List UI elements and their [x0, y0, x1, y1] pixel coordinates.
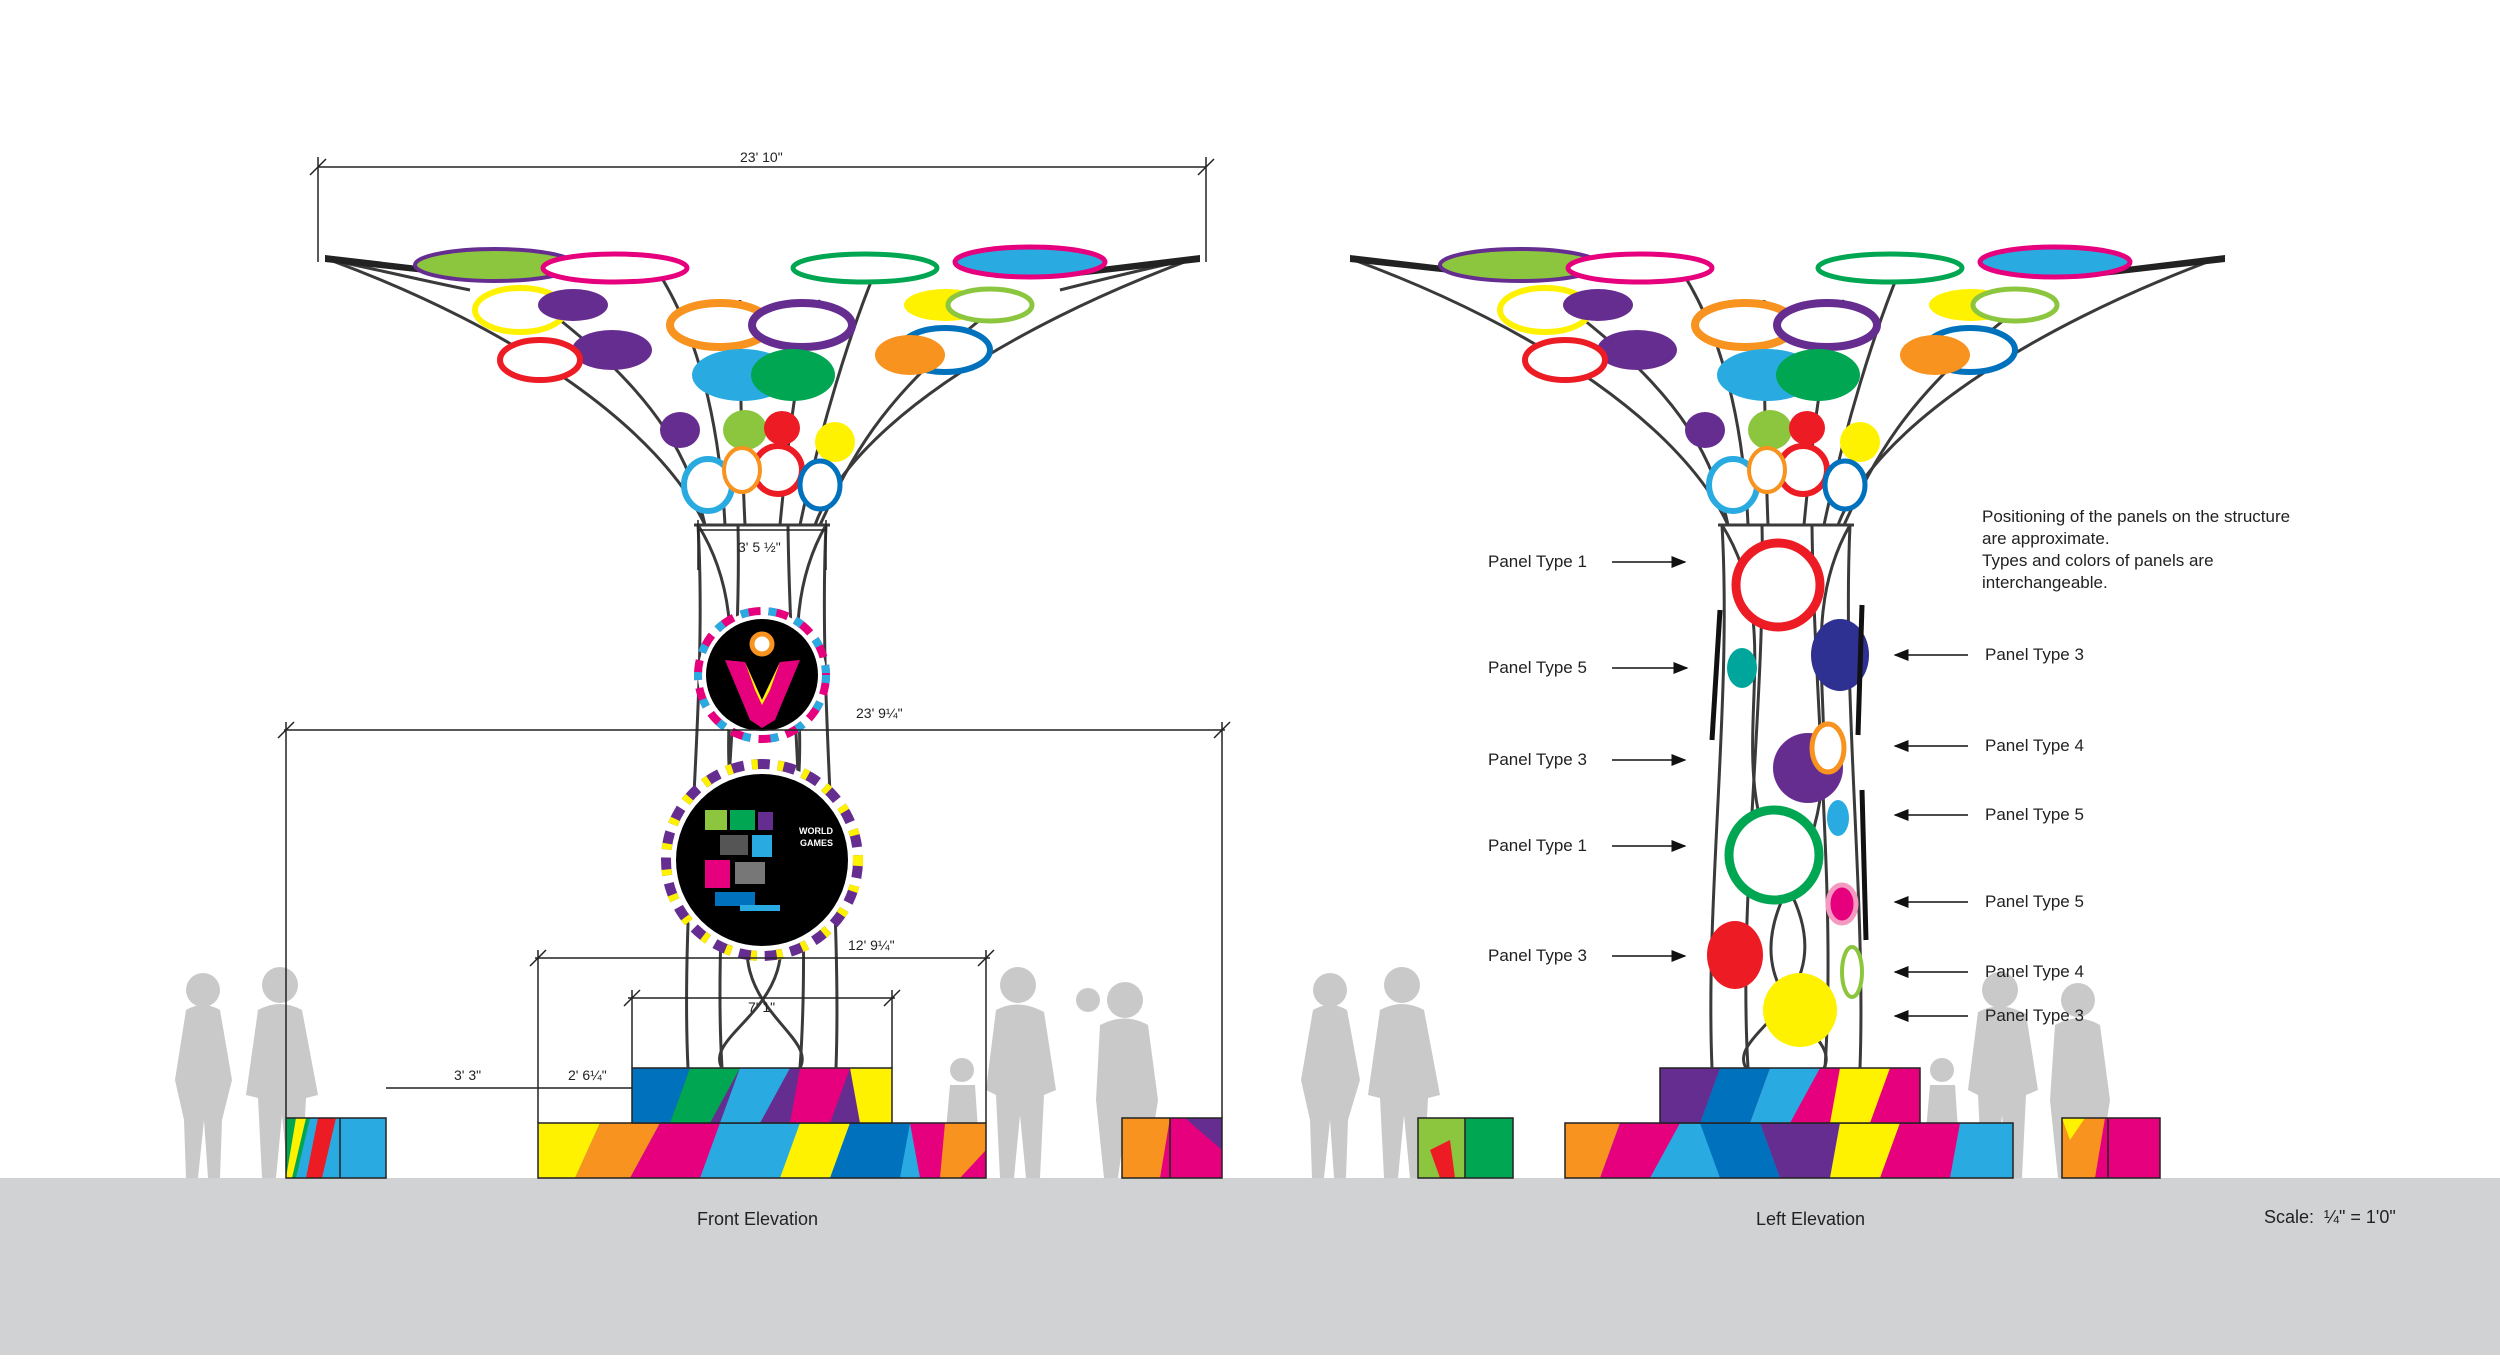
upper-base-front — [631, 1067, 893, 1124]
dim-column-width: 3' 5 ½" — [738, 539, 781, 555]
bench-left-elev-left — [1417, 1117, 1514, 1179]
bench-front-right — [1121, 1117, 1223, 1179]
bench-left-elev-right — [2061, 1117, 2161, 1179]
note-line-1: Positioning of the panels on the structu… — [1982, 507, 2291, 526]
callout-left-4: Panel Type 1 — [1488, 836, 1587, 855]
upper-base-left-elev — [1659, 1067, 1921, 1124]
callout-left-1: Panel Type 1 — [1488, 552, 1587, 571]
note-line-2: are approximate. — [1982, 529, 2110, 548]
note-line-4: interchangeable. — [1982, 573, 2108, 592]
lower-base-left-elev — [1564, 1122, 2014, 1179]
callout-arrows — [1612, 556, 1968, 1022]
ground-band — [0, 1178, 2500, 1355]
dim-upper-base-width: 7' 1" — [748, 999, 776, 1015]
panel-note: Positioning of the panels on the structu… — [1982, 506, 2402, 594]
dim-overall-base-width: 23' 9¼" — [856, 705, 903, 721]
logo-sign — [694, 607, 830, 743]
dim-lower-base-width: 12' 9¼" — [848, 937, 895, 953]
note-line-3: Types and colors of panels are — [1982, 551, 2214, 570]
canopy-discs-front — [325, 244, 1200, 514]
map-title-line1: WORLD — [799, 826, 833, 836]
map-sign — [661, 759, 863, 961]
caption-front-elevation: Front Elevation — [697, 1209, 819, 1229]
canopy-discs-left-elev — [1350, 244, 2225, 514]
lower-base-front — [537, 1122, 987, 1179]
callout-left-2: Panel Type 5 — [1488, 658, 1587, 677]
bench-front-left — [285, 1117, 387, 1179]
column-panels-left-elev — [1707, 538, 1869, 1047]
caption-left-elevation: Left Elevation — [1756, 1209, 1866, 1229]
callout-right-3: Panel Type 5 — [1985, 805, 2084, 824]
dimension-lines-front — [277, 157, 1231, 1123]
callout-left-5: Panel Type 3 — [1488, 946, 1587, 965]
callout-right-5: Panel Type 4 — [1985, 962, 2084, 981]
left-elevation — [1301, 244, 2225, 1179]
callout-left-3: Panel Type 3 — [1488, 750, 1587, 769]
dim-base-step: 2' 6¼" — [568, 1067, 607, 1083]
callout-right-4: Panel Type 5 — [1985, 892, 2084, 911]
scale-label: Scale: — [2264, 1207, 2315, 1227]
dim-bench-gap: 3' 3" — [454, 1067, 482, 1083]
callout-right-1: Panel Type 3 — [1985, 645, 2084, 664]
scale-value: ¼" = 1'0" — [2324, 1207, 2396, 1227]
callout-right-6: Panel Type 3 — [1985, 1006, 2084, 1025]
dim-canopy-width: 23' 10" — [740, 149, 783, 165]
callout-right-2: Panel Type 4 — [1985, 736, 2084, 755]
map-title-line2: GAMES — [800, 838, 834, 848]
front-elevation — [175, 157, 1231, 1179]
